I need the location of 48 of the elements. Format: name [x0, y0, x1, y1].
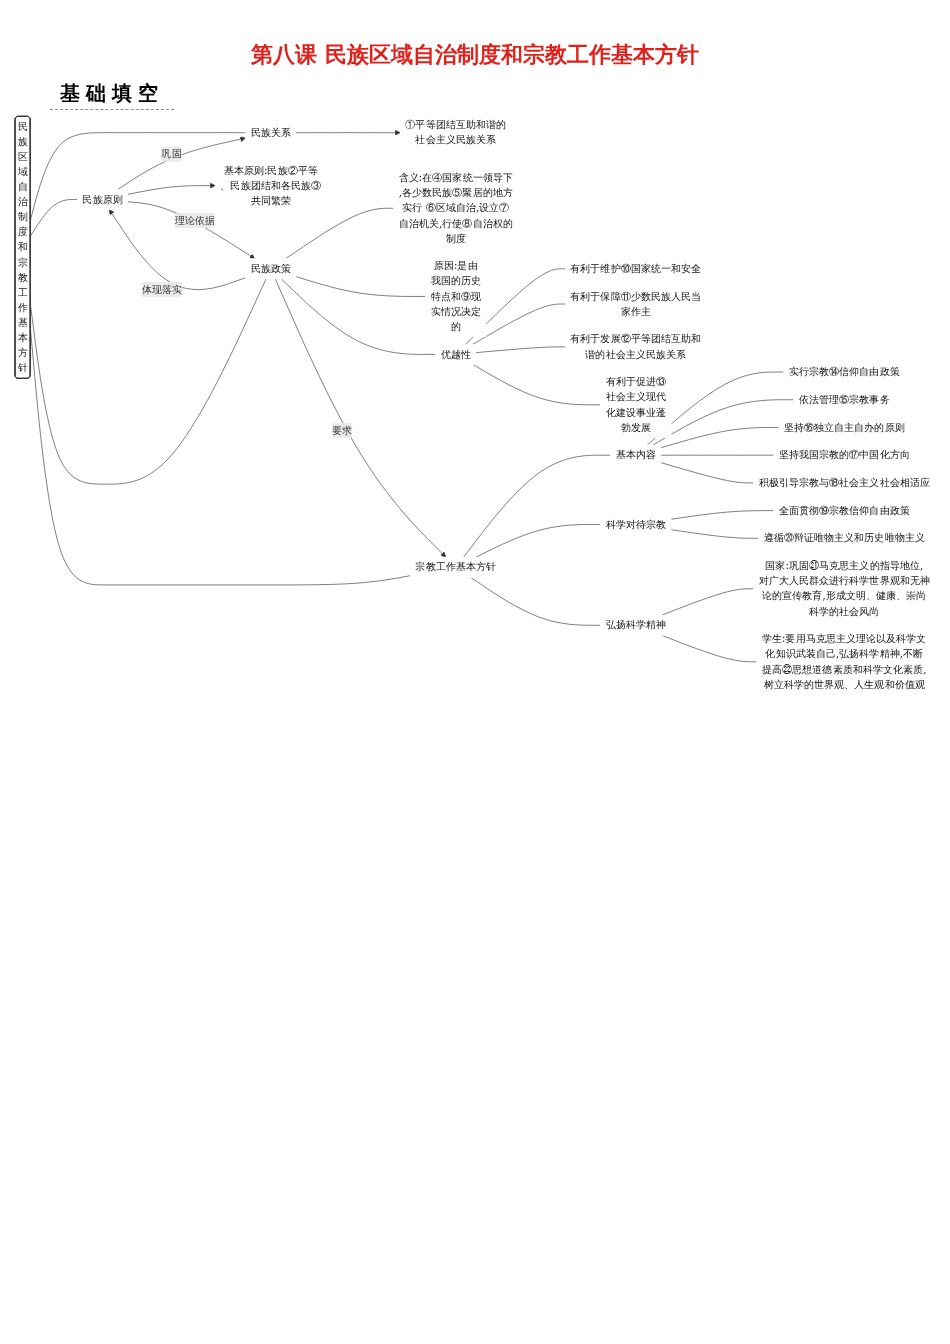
node-text: 含义:在④国家统一领导下,各少数民族⑤聚居的地方实行 ⑥区域自治,设立⑦自治机关,行使⑧自治权的制度: [398, 171, 513, 245]
node-text: 科学对待宗教: [605, 518, 666, 531]
connector: [661, 588, 754, 616]
node-text: 基本内容: [615, 448, 656, 461]
connector: [472, 303, 566, 345]
node-text: 民族关系: [250, 126, 291, 139]
edge-label: 巩固: [161, 147, 182, 160]
node-text: 有利于维护⑩国家统一和安全: [570, 262, 702, 275]
node-text: 民族政策: [250, 262, 291, 275]
connector: [280, 278, 436, 355]
edge-label: 要求: [332, 424, 353, 437]
node-text: 基本原则:民族②平等、民族团结和各民族③共同繁荣: [220, 164, 322, 207]
connector: [470, 577, 601, 626]
connector: [295, 276, 426, 297]
connector: [652, 399, 795, 446]
node-text: 遵循⑳辩证唯物主义和历史唯物主义: [763, 532, 925, 545]
connector: [475, 346, 566, 353]
node-text: ①平等团结互助和谐的社会主义民族关系: [405, 118, 507, 146]
node-text: 原因:是由我国的历史特点和⑨现实情况决定的: [430, 259, 481, 333]
node-text: 积极引导宗教与⑱社会主义社会相适应: [758, 476, 930, 489]
node-text: 坚持我国宗教的⑰中国化方向: [778, 448, 910, 461]
node-text: 坚持⑯独立自主自办的原则: [783, 421, 905, 434]
connector: [285, 207, 394, 259]
node-text: 学生:要用马克思主义理论以及科学文化知识武装自己,弘扬科学精神,不断提高㉒思想道德素质和科学文化素质,树立科学的世界观、人生观和价值观: [761, 632, 927, 691]
page-title: 第八课 民族区域自治制度和宗教工作基本方针: [250, 40, 700, 69]
connector: [30, 199, 78, 237]
section-heading: 基础填空: [50, 80, 174, 110]
edge-label: 理论依据: [174, 214, 215, 227]
node-text: 弘扬科学精神: [605, 618, 666, 631]
connector: [660, 427, 780, 449]
connector: [670, 510, 774, 520]
connector: [660, 462, 754, 484]
node-text: 国家:巩固㉑马克思主义的指导地位,对广大人民群众进行科学世界观和无神论的宣传教育,形成文明、健康、崇尚科学的社会风尚: [758, 559, 930, 618]
node-text: 民族原则: [82, 193, 123, 206]
node-text: 有利于保障⑪少数民族人民当家作主: [570, 290, 702, 318]
connector: [30, 278, 267, 485]
node-text: 有利于发展⑫平等团结互助和谐的社会主义民族关系: [570, 332, 702, 361]
connector: [463, 454, 611, 558]
connector: [670, 529, 759, 539]
connector: [475, 524, 601, 558]
connector: [472, 364, 601, 406]
node-text: 宗教工作基本方针: [415, 561, 497, 573]
node-text: 优越性: [440, 348, 471, 361]
node-text: 依法管理⑮宗教事务: [798, 393, 890, 406]
connector: [30, 132, 246, 221]
node-text: 实行宗教⑭信仰自由政策: [788, 365, 900, 378]
node-text: 全面贯彻⑲宗教信仰自由政策: [778, 504, 910, 517]
edge-label: 体现落实: [141, 283, 183, 296]
